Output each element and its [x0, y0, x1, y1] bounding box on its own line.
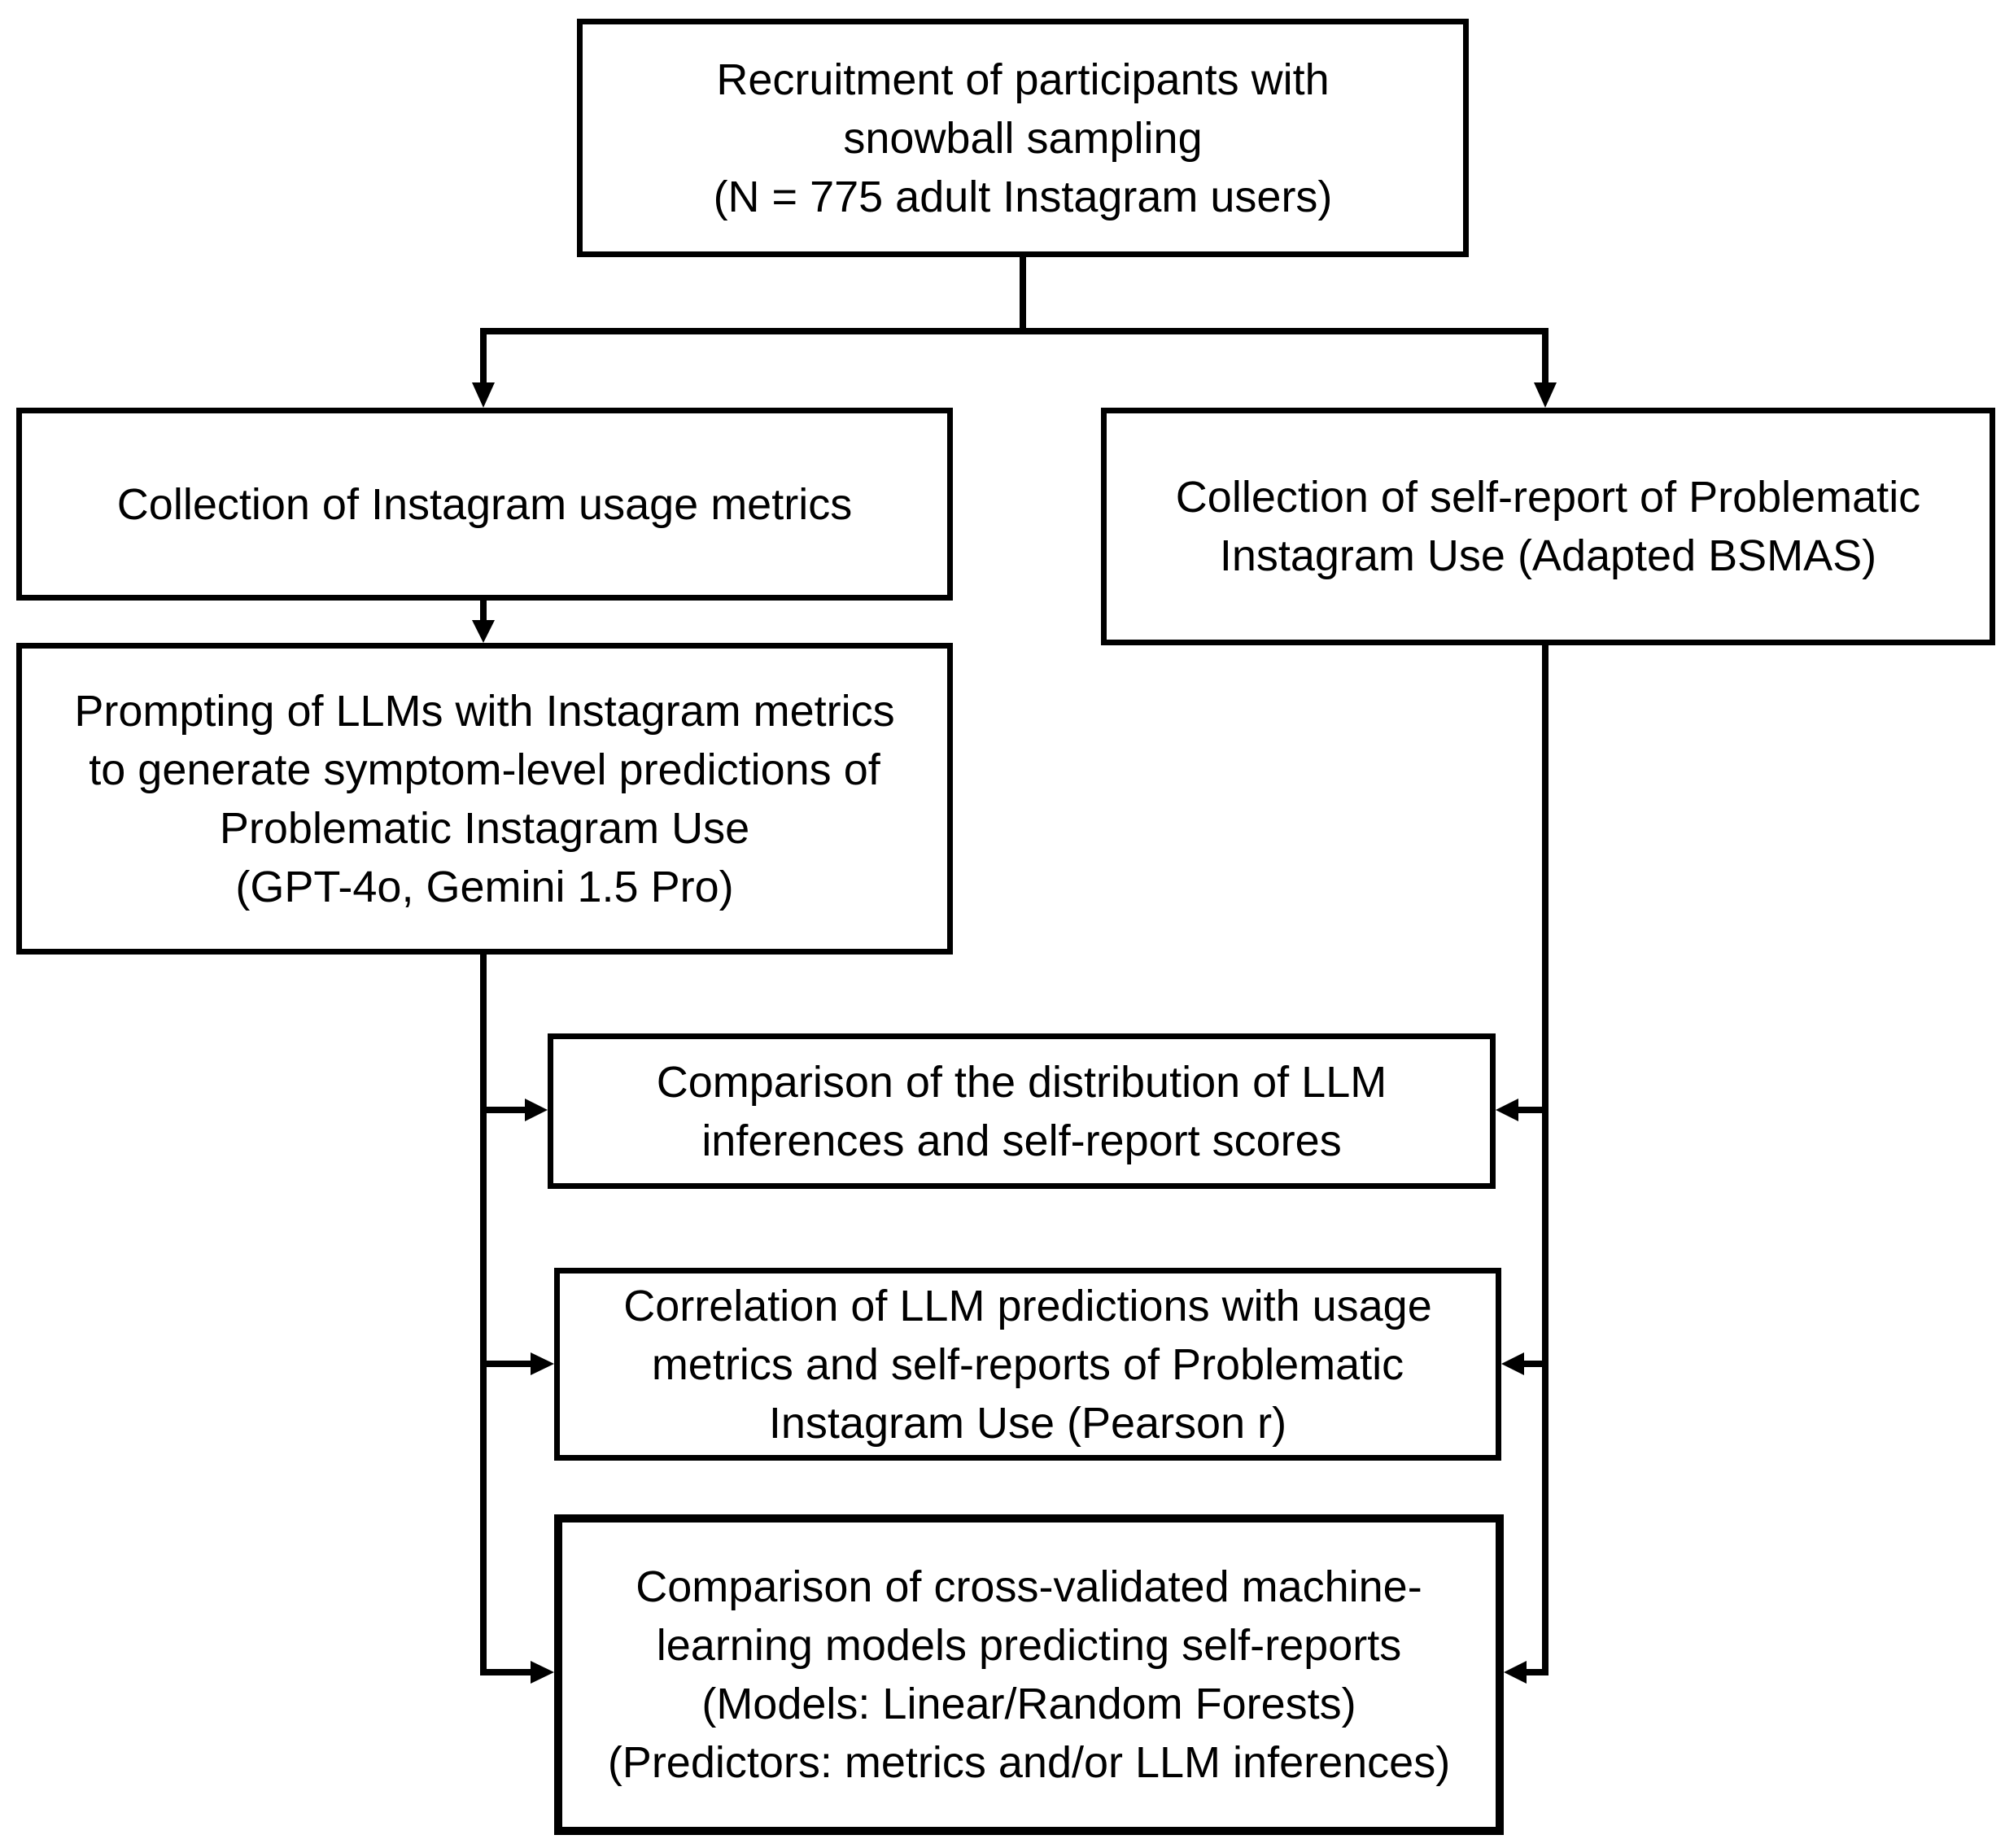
ml-model-comparison-text: Comparison of cross-validated machine- l… — [592, 1557, 1466, 1792]
ml-model-comparison-line: Comparison of cross-validated machine- — [636, 1562, 1422, 1611]
ml-model-comparison-line: (Models: Linear/Random Forests) — [701, 1680, 1356, 1728]
arrowhead-to-selfreport — [1534, 382, 1557, 408]
usage-metrics-line: Collection of Instagram usage metrics — [116, 479, 853, 529]
arrowhead-to-metrics — [472, 382, 495, 408]
self-report-box: Collection of self-report of Problematic… — [1101, 408, 1995, 645]
recruitment-line: Recruitment of participants with — [716, 55, 1330, 104]
llm-prompting-text: Prompting of LLMs with Instagram metrics… — [58, 682, 911, 916]
llm-prompting-line: to generate symptom-level predictions of — [89, 745, 880, 794]
llm-prompting-box: Prompting of LLMs with Instagram metrics… — [16, 643, 953, 955]
ml-model-comparison-line: learning models predicting self-reports — [656, 1621, 1402, 1670]
correlation-line: Correlation of LLM predictions with usag… — [623, 1281, 1432, 1330]
arrowhead-left-correl — [531, 1352, 554, 1375]
arrowhead-left-compare — [525, 1099, 548, 1121]
arrowhead-left-ml — [531, 1661, 554, 1684]
arrowhead-right-compare — [1496, 1099, 1518, 1121]
arrowhead-right-correl — [1501, 1352, 1524, 1375]
self-report-line: Collection of self-report of Problematic — [1175, 473, 1921, 522]
ml-model-comparison-box: Comparison of cross-validated machine- l… — [554, 1514, 1504, 1835]
arrowhead-to-prompt — [472, 620, 495, 643]
correlation-line: Instagram Use (Pearson r) — [768, 1398, 1287, 1448]
recruitment-box: Recruitment of participants with snowbal… — [577, 19, 1469, 257]
self-report-line: Instagram Use (Adapted BSMAS) — [1219, 531, 1877, 580]
recruitment-line: snowball sampling — [843, 113, 1203, 163]
distribution-comparison-box: Comparison of the distribution of LLM in… — [548, 1033, 1496, 1189]
recruitment-text: Recruitment of participants with snowbal… — [697, 50, 1349, 226]
usage-metrics-text: Collection of Instagram usage metrics — [101, 475, 868, 534]
distribution-comparison-line: inferences and self-report scores — [701, 1116, 1342, 1165]
distribution-comparison-text: Comparison of the distribution of LLM in… — [640, 1053, 1403, 1170]
arrowhead-right-ml — [1504, 1661, 1527, 1684]
llm-prompting-line: Prompting of LLMs with Instagram metrics — [74, 686, 895, 736]
ml-model-comparison-line: (Predictors: metrics and/or LLM inferenc… — [607, 1738, 1451, 1787]
correlation-line: metrics and self-reports of Problematic — [651, 1339, 1404, 1389]
recruitment-line: (N = 775 adult Instagram users) — [713, 172, 1333, 221]
llm-prompting-line: Problematic Instagram Use — [219, 803, 750, 853]
correlation-text: Correlation of LLM predictions with usag… — [607, 1277, 1448, 1453]
llm-prompting-line: (GPT-4o, Gemini 1.5 Pro) — [235, 862, 734, 911]
self-report-text: Collection of self-report of Problematic… — [1160, 468, 1937, 585]
usage-metrics-box: Collection of Instagram usage metrics — [16, 408, 953, 601]
distribution-comparison-line: Comparison of the distribution of LLM — [656, 1057, 1387, 1107]
correlation-box: Correlation of LLM predictions with usag… — [554, 1268, 1501, 1461]
